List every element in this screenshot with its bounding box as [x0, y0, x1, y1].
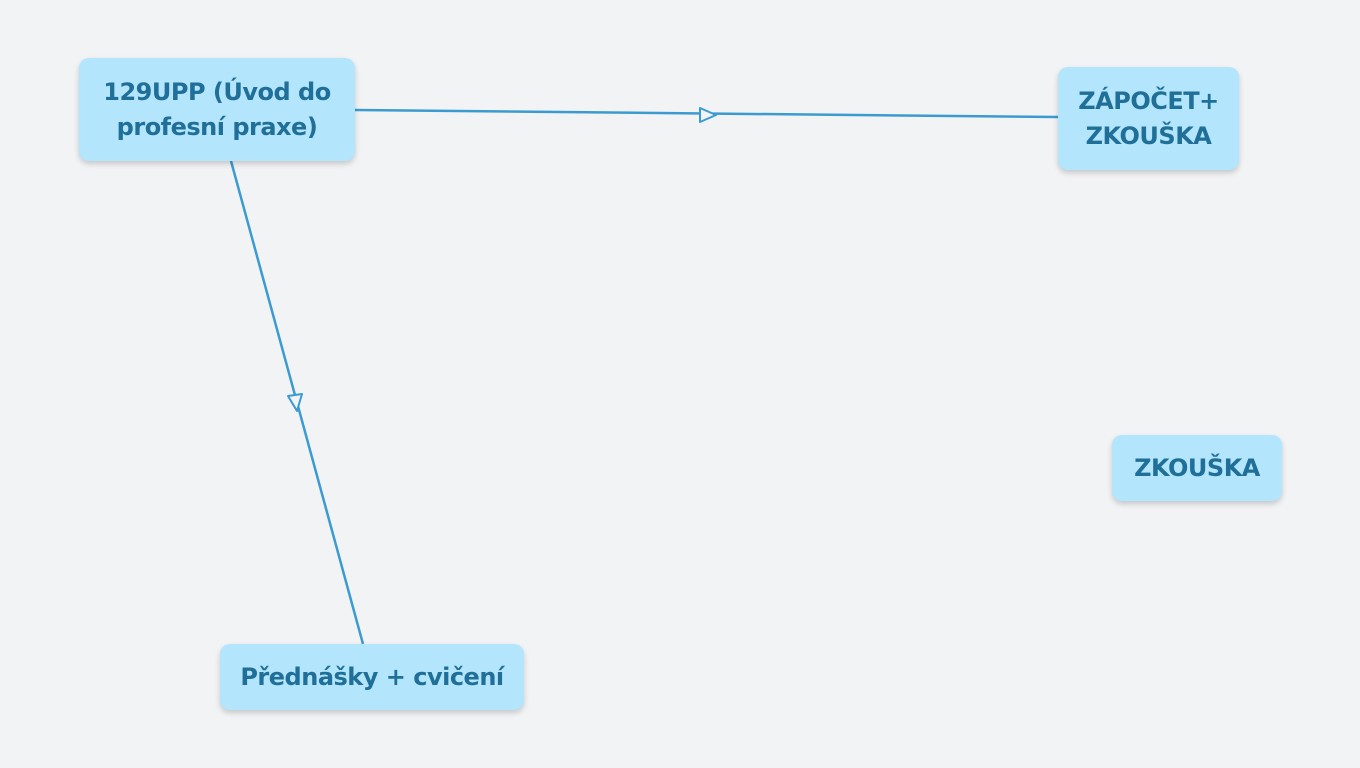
node-lectures-and-exercises[interactable]: Přednášky + cvičení [220, 644, 524, 710]
edge-course-to-credit-arrow [699, 107, 717, 123]
node-course-label: 129UPP (Úvod do profesní praxe) [103, 75, 331, 145]
node-credit-label: ZÁPOČET+ ZKOUŠKA [1078, 84, 1219, 154]
edge-course-to-lectures-arrow [287, 393, 303, 412]
node-lectures-label: Přednášky + cvičení [240, 662, 504, 691]
node-credit-line-2: ZKOUŠKA [1085, 121, 1212, 150]
node-exam[interactable]: ZKOUŠKA [1112, 435, 1282, 501]
node-course-line-2: profesní praxe) [116, 112, 318, 141]
node-course-129upp[interactable]: 129UPP (Úvod do profesní praxe) [79, 58, 355, 161]
node-course-line-1: 129UPP (Úvod do [103, 77, 331, 106]
node-exam-label: ZKOUŠKA [1134, 453, 1260, 482]
node-credit-line-1: ZÁPOČET+ [1078, 86, 1219, 115]
node-credit-and-exam[interactable]: ZÁPOČET+ ZKOUŠKA [1058, 67, 1239, 170]
